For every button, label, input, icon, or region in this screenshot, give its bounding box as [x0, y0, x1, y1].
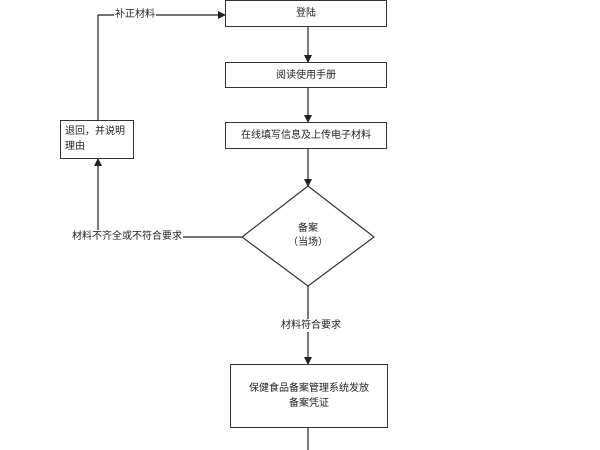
issue-cert-line2: 备案凭证: [289, 398, 329, 409]
read-manual-label: 阅读使用手册: [276, 69, 336, 81]
login-label: 登陆: [296, 8, 316, 19]
read-manual-box: 阅读使用手册: [225, 62, 387, 88]
record-diamond: [241, 185, 375, 287]
fill-info-box: 在线填写信息及上传电子材料: [225, 122, 387, 149]
supplement-label: 补正材料: [114, 8, 156, 21]
login-box: 登陆: [225, 0, 387, 27]
issue-cert-box: 保健食品备案管理系统发放 备案凭证: [230, 364, 388, 428]
issue-cert-line1: 保健食品备案管理系统发放: [249, 383, 369, 394]
record-label: 备案: [298, 223, 318, 234]
return-explain-box: 退回，并说明理由: [60, 120, 134, 159]
incomplete-label: 材料不齐全或不符合要求: [71, 230, 183, 243]
meets-label: 材料符合要求: [280, 319, 342, 332]
return-explain-label: 退回，并说明理由: [65, 126, 125, 152]
fill-info-label: 在线填写信息及上传电子材料: [241, 130, 371, 141]
record-text: 备案 （当场）: [268, 222, 348, 250]
record-sublabel: （当场）: [288, 237, 328, 248]
